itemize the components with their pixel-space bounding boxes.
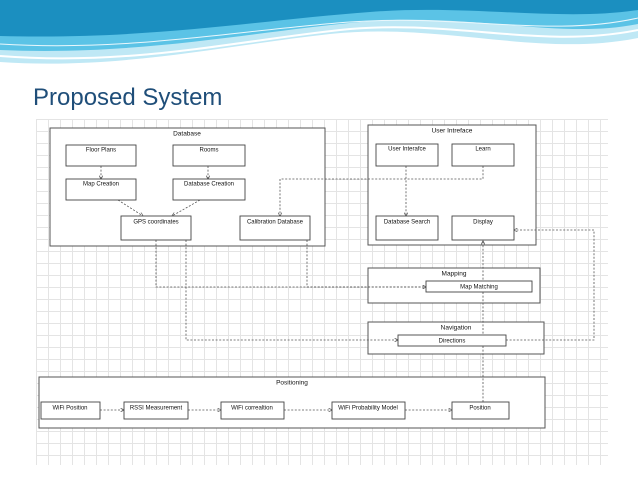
- banner-wave-stroke: [0, 26, 638, 60]
- edge-calibration-to-map-matching: [306, 240, 426, 287]
- edges: [100, 166, 595, 410]
- node-label: Map Creation: [83, 182, 119, 188]
- slide-title: Proposed System: [33, 84, 223, 111]
- slide-banner: [0, 0, 638, 80]
- node-wifi-position: WiFi Position: [40, 401, 101, 420]
- edge-gps-to-directions: [185, 240, 398, 340]
- banner-wave-stroke-thin: [0, 17, 638, 47]
- node-label: Learn: [475, 147, 490, 153]
- edge-directions-to-display: [506, 230, 595, 341]
- node-map-matching: Map Matching: [425, 280, 533, 293]
- node-label: Display: [473, 220, 493, 226]
- node-wifi-correlation: WiFi correaltion: [220, 401, 285, 420]
- group-label: Positioning: [276, 380, 308, 387]
- node-position: Position: [451, 401, 510, 420]
- node-label: WiFi correaltion: [231, 406, 273, 412]
- edge-database-creation-to-gps: [172, 199, 201, 216]
- group-label: User Intreface: [432, 128, 473, 135]
- node-label: User Interafce: [388, 147, 426, 153]
- edge-learn-to-calibration-database: [280, 166, 484, 216]
- node-gps-coordinates: GPS coordinates: [120, 215, 192, 241]
- group-label: Navigation: [441, 325, 472, 332]
- node-label: WiFi Probability Model: [338, 406, 398, 412]
- node-label: GPS coordinates: [133, 220, 178, 226]
- node-label: Floor Plans: [86, 148, 116, 154]
- node-label: Position: [469, 406, 490, 412]
- node-label: Database Creation: [184, 182, 234, 188]
- node-user-interface: User Interafce: [375, 143, 439, 167]
- edge-map-creation-to-gps: [117, 199, 143, 216]
- banner-wave-dark: [0, 0, 638, 37]
- node-label: Database Search: [384, 220, 430, 226]
- node-label: RSSI Measurement: [130, 406, 183, 412]
- group-label: Mapping: [442, 271, 467, 278]
- node-rssi-measurement: RSSI Measurement: [123, 401, 189, 420]
- node-label: Directions: [439, 339, 466, 345]
- node-label: WiFi Position: [52, 406, 87, 412]
- node-label: Calibration Database: [247, 220, 304, 226]
- node-database-search: Database Search: [375, 215, 439, 241]
- node-directions: Directions: [397, 334, 507, 347]
- node-display: Display: [451, 215, 515, 241]
- node-label: Map Matching: [460, 285, 498, 291]
- group-label: Database: [173, 131, 201, 138]
- node-label: Rooms: [199, 148, 218, 154]
- node-map-creation: Map Creation: [65, 178, 137, 201]
- node-learn: Learn: [451, 143, 515, 167]
- node-calibration-database: Calibration Database: [239, 215, 311, 241]
- node-rooms: Rooms: [172, 144, 246, 167]
- node-wifi-probability-model: WiFi Probability Model: [331, 401, 406, 420]
- node-floor-plans: Floor Plans: [65, 144, 137, 167]
- node-database-creation: Database Creation: [172, 178, 246, 201]
